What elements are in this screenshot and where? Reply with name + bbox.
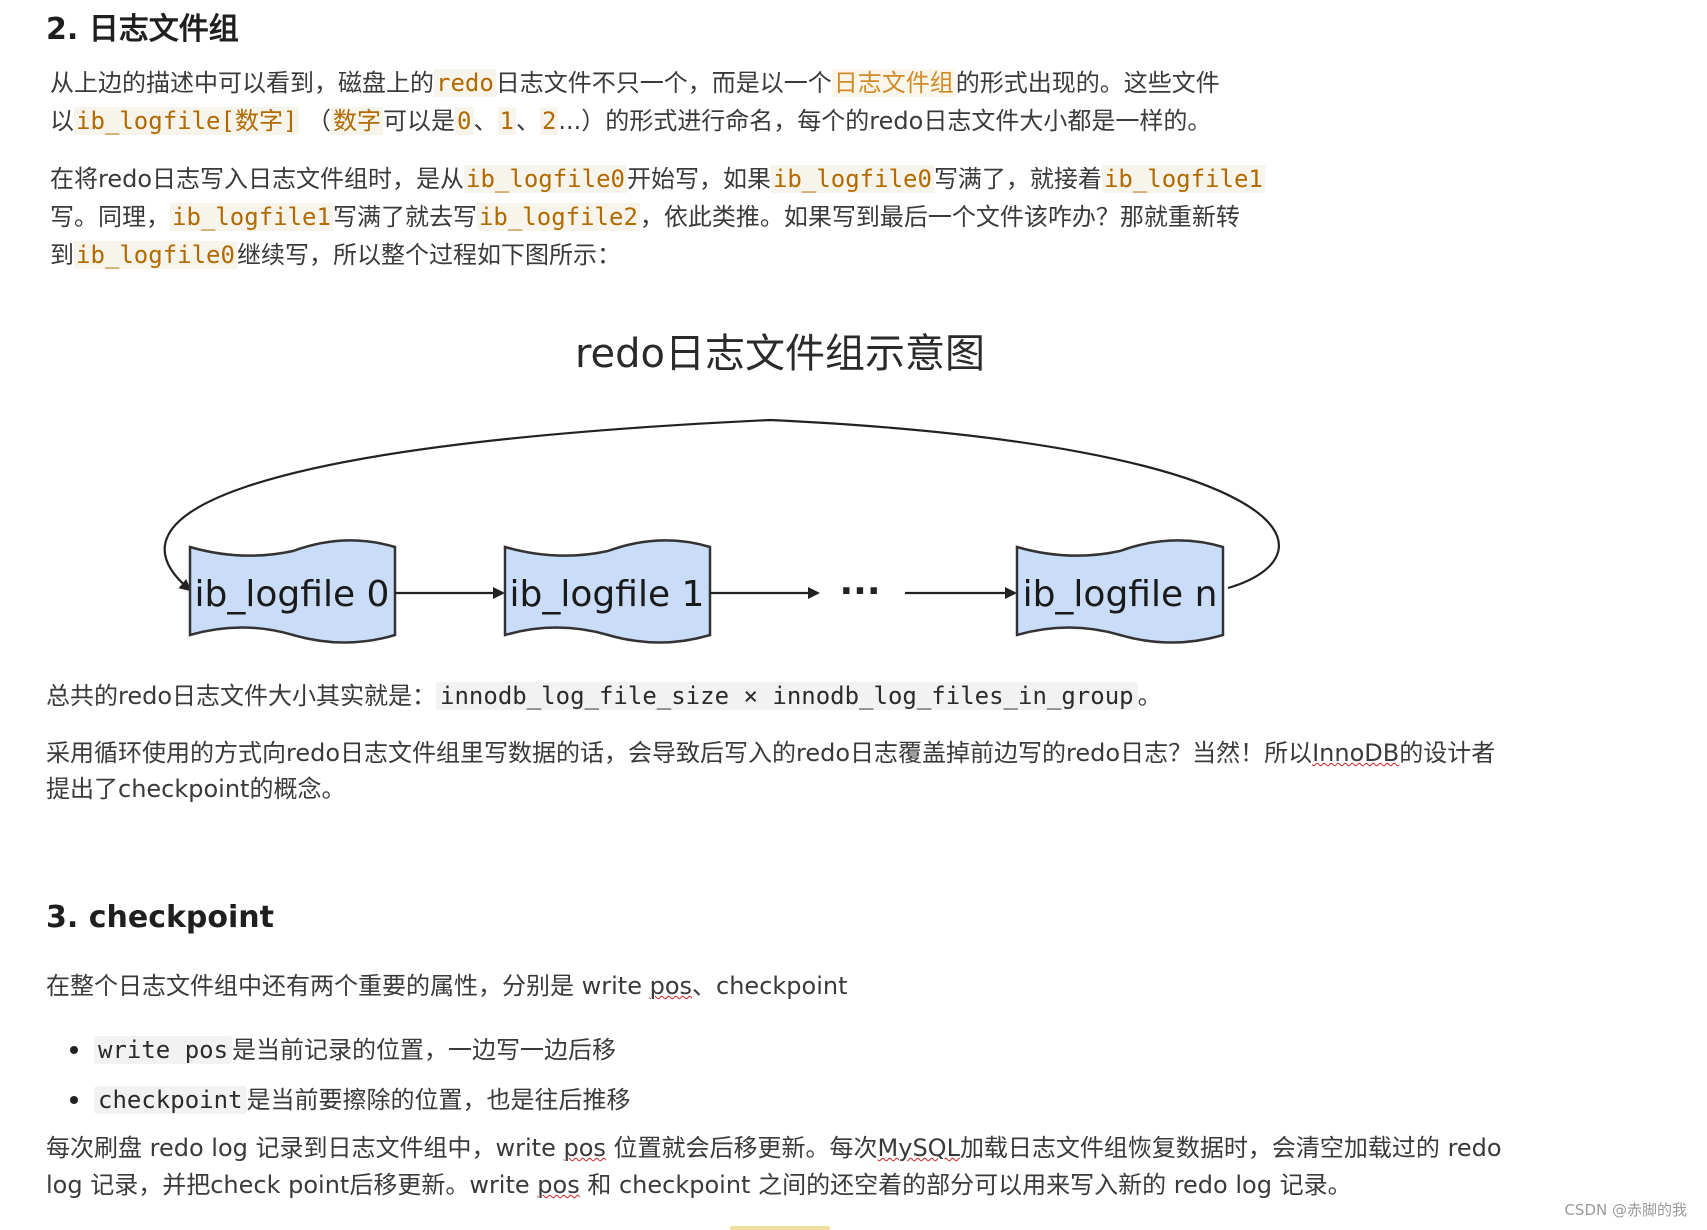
text: 写满了就去写	[332, 203, 477, 231]
text: ...）的形式进行命名，每个的redo日志文件大小都是一样的。	[558, 107, 1212, 135]
paragraph-4-line-2: 提出了checkpoint的概念。	[46, 775, 346, 803]
inline-code: 0	[455, 107, 474, 135]
text: 采用循环使用的方式向redo日志文件组里写数据的话，会导致后写入的redo日志覆…	[46, 739, 1313, 767]
text: 、	[473, 107, 498, 135]
text: 的设计者	[1399, 739, 1496, 767]
text: 开始写，如果	[626, 165, 771, 193]
text: （	[307, 107, 332, 135]
paragraph-2-line-3: 到ib_logfile0继续写，所以整个过程如下图所示：	[50, 234, 621, 276]
text: 日志文件不只一个，而是以一个	[495, 69, 832, 97]
ellipsis: ···	[839, 571, 880, 612]
paragraph-1-line-1: 从上边的描述中可以看到，磁盘上的redo日志文件不只一个，而是以一个日志文件组的…	[50, 62, 1220, 104]
inline-code: 数字	[331, 107, 384, 135]
text: 以	[50, 107, 74, 135]
paragraph-total-size: 总共的redo日志文件大小其实就是：innodb_log_file_size ×…	[46, 675, 1162, 717]
file-node-ib-logfile-n: ib_logfile n	[1015, 539, 1225, 644]
inline-code: 1	[497, 107, 516, 135]
inline-code: ib_logfile2	[476, 203, 640, 231]
file-node-label: ib_logfile n	[1023, 574, 1218, 615]
inline-code: ib_logfile1	[170, 203, 333, 231]
paragraph-6-line-2: log 记录，并把check point后移更新。write pos 和 che…	[46, 1164, 1352, 1206]
file-node-label: ib_logfile 0	[195, 574, 390, 615]
text: 写满了，就接着	[933, 165, 1102, 193]
section-heading-log-file-group: 2. 日志文件组	[46, 12, 239, 47]
spellcheck-word: pos	[537, 1171, 580, 1199]
paragraph-1-line-2: 以ib_logfile[数字] （数字可以是0、1、2...）的形式进行命名，每…	[50, 100, 1211, 142]
paragraph-attributes: 在整个日志文件组中还有两个重要的属性，分别是 write pos、checkpo…	[46, 965, 848, 1007]
text: 位置就会后移更新。每次	[605, 1134, 878, 1162]
spellcheck-word: pos	[649, 972, 693, 1000]
watermark: CSDN @赤脚的我	[1564, 1201, 1687, 1219]
text: 是当前记录的位置，一边写一边后移	[232, 1036, 617, 1064]
inline-code: redo	[434, 69, 496, 97]
text: 在整个日志文件组中还有两个重要的属性，分别是 write	[46, 972, 650, 1000]
text: ，依此类推。如果写到最后一个文件该咋办？那就重新转	[639, 203, 1240, 231]
inline-code: 2	[539, 107, 559, 135]
inline-code: innodb_log_file_size × innodb_log_files_…	[436, 682, 1138, 710]
text: 每次刷盘 redo log 记录到日志文件组中，write	[46, 1134, 564, 1162]
text: 加载日志文件组恢复数据时，会清空加载过的 redo	[959, 1134, 1502, 1162]
highlight: 日志文件组	[831, 69, 956, 97]
diagram-title: redo日志文件组示意图	[575, 331, 985, 377]
text: 继续写，所以整个过程如下图所示：	[236, 241, 621, 269]
inline-code: ib_logfile0	[74, 241, 237, 269]
file-node-ib-logfile-0: ib_logfile 0	[188, 539, 397, 644]
text: 到	[50, 241, 74, 269]
cycle-back-arrow	[163, 418, 1280, 592]
inline-code: ib_logfile[数字]	[74, 107, 300, 135]
spellcheck-word: MySQL	[877, 1134, 960, 1162]
file-node-ib-logfile-1: ib_logfile 1	[503, 539, 712, 644]
file-node-label: ib_logfile 1	[510, 574, 705, 615]
text: log 记录，并把check point后移更新。write	[46, 1171, 538, 1199]
section-heading-checkpoint: 3. checkpoint	[46, 900, 275, 935]
text: 的形式出现的。这些文件	[955, 69, 1220, 97]
text: 和 checkpoint 之间的还空着的部分可以用来写入新的 redo log …	[579, 1171, 1352, 1199]
paragraph-6-line-1: 每次刷盘 redo log 记录到日志文件组中，write pos 位置就会后移…	[46, 1127, 1502, 1169]
text: 是当前要擦除的位置，也是往后推移	[246, 1086, 631, 1114]
text: 、	[515, 107, 540, 135]
text: 总共的redo日志文件大小其实就是：	[46, 682, 437, 710]
bottom-edge-bar	[730, 1226, 830, 1230]
spellcheck-word: pos	[563, 1134, 606, 1162]
text: 在将redo日志写入日志文件组时，是从	[50, 165, 465, 193]
text: 可以是	[383, 107, 456, 135]
spellcheck-word: InnoDB	[1312, 739, 1400, 767]
text: 从上边的描述中可以看到，磁盘上的	[50, 69, 434, 97]
inline-code: checkpoint	[94, 1086, 247, 1114]
inline-code: ib_logfile0	[770, 165, 934, 193]
paragraph-4-line-1: 采用循环使用的方式向redo日志文件组里写数据的话，会导致后写入的redo日志覆…	[46, 732, 1495, 774]
text: 写。同理，	[50, 203, 170, 231]
paragraph-2-line-1: 在将redo日志写入日志文件组时，是从ib_logfile0开始写，如果ib_l…	[50, 158, 1265, 200]
inline-code: ib_logfile0	[464, 165, 627, 193]
inline-code: ib_logfile1	[1101, 165, 1265, 193]
text: 。	[1137, 682, 1162, 710]
redo-log-file-group-diagram: redo日志文件组示意图 ib_logfile 0 ib_logfile 1 i…	[163, 331, 1280, 644]
text: 、checkpoint	[692, 972, 848, 1000]
paragraph-2-line-2: 写。同理，ib_logfile1写满了就去写ib_logfile2，依此类推。如…	[50, 196, 1240, 238]
inline-code: write pos	[94, 1036, 233, 1064]
